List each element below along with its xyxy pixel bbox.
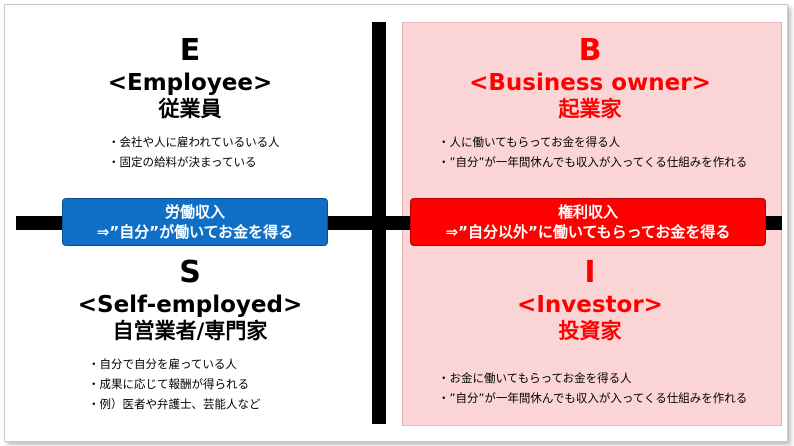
quadrant-letter: I — [584, 255, 596, 290]
bullet-item: ・人に働いてもらってお金を得る人 — [438, 135, 621, 149]
business-owner-bullets: ・人に働いてもらってお金を得る人 ・”自分”が一年間休んでも収入が入ってくる仕組… — [438, 132, 747, 172]
quadrant-english-title: <Business owner> — [469, 70, 711, 96]
quadrant-investor: I <Investor> 投資家 — [420, 256, 760, 344]
banner-title: 権利収入 — [557, 203, 618, 221]
quadrant-japanese-title: 投資家 — [558, 319, 622, 343]
quadrant-english-title: <Self-employed> — [77, 292, 303, 318]
banner-title: 労働収入 — [164, 203, 225, 221]
quadrant-letter: B — [578, 33, 602, 68]
labor-income-banner: 労働収入 ⇒”自分”が働いてお金を得る — [62, 198, 328, 246]
quadrant-employee: E <Employee> 従業員 — [40, 34, 340, 122]
bullet-item: ・会社や人に雇われているいる人 — [108, 135, 280, 149]
quadrant-japanese-title: 起業家 — [558, 97, 622, 121]
quadrant-english-title: <Employee> — [107, 70, 273, 96]
bullet-item: ・成果に応じて報酬が得られる — [88, 377, 249, 391]
quadrant-japanese-title: 従業員 — [158, 97, 222, 121]
quadrant-business-owner: B <Business owner> 起業家 — [420, 34, 760, 122]
quadrant-japanese-title: 自営業者/専門家 — [112, 319, 268, 343]
bullet-item: ・自分で自分を雇っている人 — [88, 357, 237, 371]
quadrant-self-employed: S <Self-employed> 自営業者/専門家 — [40, 256, 340, 344]
investor-bullets: ・お金に働いてもらってお金を得る人 ・”自分”が一年間休んでも収入が入ってくる仕… — [438, 368, 747, 408]
employee-bullets: ・会社や人に雇われているいる人 ・固定の給料が決まっている — [108, 132, 280, 172]
self-employed-bullets: ・自分で自分を雇っている人 ・成果に応じて報酬が得られる ・例）医者や弁護士、芸… — [88, 354, 261, 414]
quadrant-letter: S — [179, 255, 201, 290]
rights-income-banner: 権利収入 ⇒”自分以外”に働いてもらってお金を得る — [410, 198, 766, 246]
banner-subtitle: ⇒”自分以外”に働いてもらってお金を得る — [445, 223, 731, 241]
bullet-item: ・例）医者や弁護士、芸能人など — [88, 397, 261, 411]
quadrant-english-title: <Investor> — [517, 292, 663, 318]
bullet-item: ・お金に働いてもらってお金を得る人 — [438, 371, 632, 385]
banner-subtitle: ⇒”自分”が働いてお金を得る — [96, 223, 294, 241]
bullet-item: ・”自分”が一年間休んでも収入が入ってくる仕組みを作れる — [438, 155, 748, 169]
bullet-item: ・”自分”が一年間休んでも収入が入ってくる仕組みを作れる — [438, 391, 748, 405]
bullet-item: ・固定の給料が決まっている — [108, 155, 257, 169]
quadrant-letter: E — [179, 33, 201, 68]
